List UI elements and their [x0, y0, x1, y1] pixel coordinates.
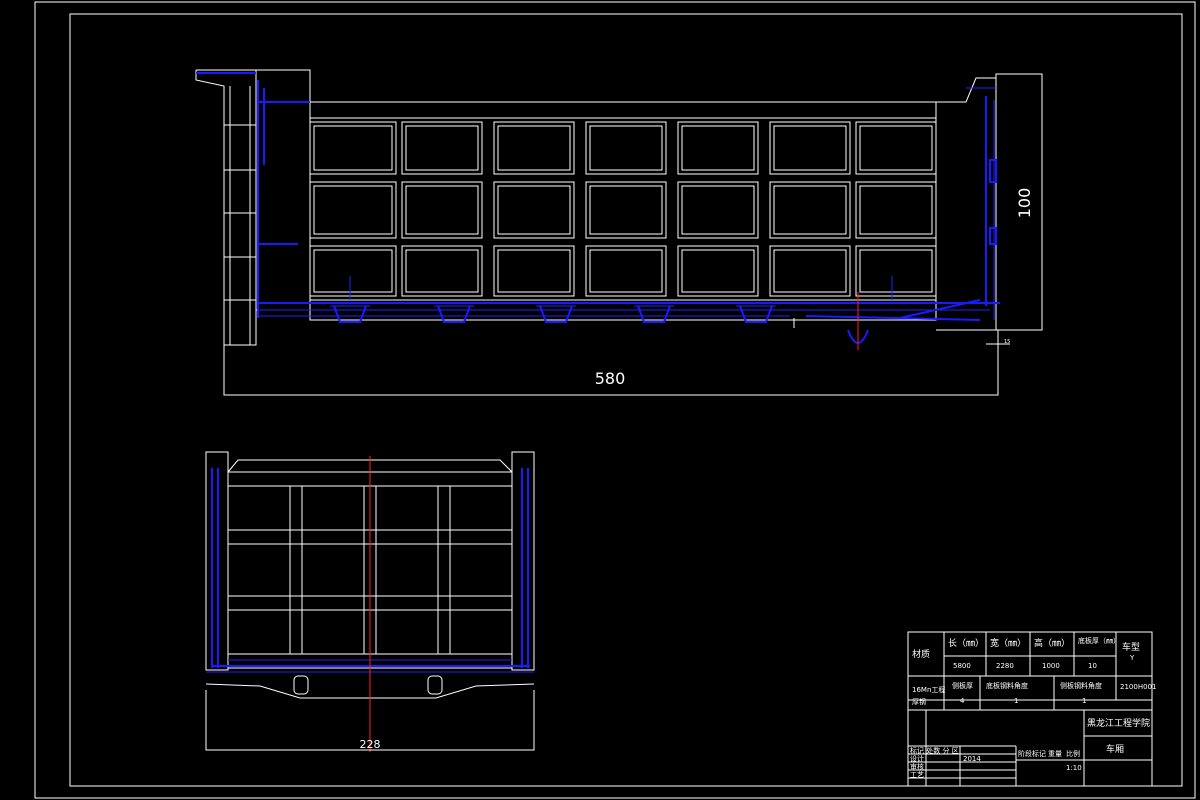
width-dimension: 228 [360, 738, 381, 751]
length-dimension: 580 [595, 369, 626, 388]
body-side-outline [309, 101, 937, 321]
header-length: 长（㎜） [948, 637, 984, 649]
row-design: 设计 [910, 754, 924, 763]
row-marks: 标记 处数 分 区 [910, 746, 959, 755]
side-blue-frame [196, 72, 1000, 321]
left-bracket [293, 675, 309, 695]
row-check: 审核 [910, 762, 924, 771]
material-label: 材质 [912, 648, 930, 660]
side-panel-grid [309, 121, 937, 297]
header-model: 车型 [1122, 641, 1140, 653]
rear-angle-label: 侧板钢料角度 [1060, 681, 1102, 690]
rear-angle-value: 1 [1082, 697, 1086, 705]
inner-border [69, 13, 1183, 787]
front-angle-label: 底板钢料角度 [986, 681, 1028, 690]
front-post [195, 69, 257, 346]
left-note-1: 16Mn工程 [912, 685, 945, 694]
side-plate-value: 4 [960, 697, 965, 705]
width-dim-line [205, 690, 535, 751]
header-height: 高（㎜） [1034, 637, 1070, 649]
small-dimension: 15 [1004, 339, 1010, 345]
stage-label: 阶段标记 [1018, 749, 1046, 758]
side-view: 580 100 15 [195, 69, 1043, 396]
weight-label: 重量 [1048, 750, 1062, 758]
scale-value: 1:10 [1066, 764, 1082, 772]
floor-cross-members [330, 305, 776, 323]
front-angle-value: 1 [1014, 697, 1018, 705]
width-value: 2280 [996, 662, 1014, 670]
right-bracket [427, 675, 443, 695]
model-value: Y [1129, 654, 1135, 662]
end-chassis-rail [205, 683, 535, 699]
left-note-2: 厚钢 [912, 697, 926, 706]
part-name: 车厢 [1106, 743, 1124, 755]
height-dimension: 100 [1015, 188, 1034, 219]
outer-frame [34, 1, 1196, 799]
row-process: 工艺 [910, 771, 924, 779]
front-post-rungs [224, 86, 256, 345]
floor-value: 10 [1088, 662, 1097, 670]
height-value: 1000 [1042, 662, 1060, 670]
header-width: 宽（㎜） [990, 637, 1026, 649]
school-name: 黑龙江工程学院 [1087, 717, 1150, 729]
header-floor: 底板厚（㎜） [1078, 636, 1120, 645]
side-plate-label: 侧板厚 [952, 681, 973, 690]
drawing-code: 2100H001 [1120, 683, 1156, 691]
date-value: 2014 [963, 755, 981, 763]
end-view: 228 [205, 451, 535, 752]
rear-post [936, 77, 997, 331]
length-dim-line [223, 330, 999, 396]
rear-dim-box [995, 73, 1043, 331]
scale-label: 比例 [1066, 749, 1080, 758]
length-value: 5800 [953, 662, 971, 670]
title-block: 材质 长（㎜） 宽（㎜） 高（㎜） 底板厚（㎜） 车型 5800 2280 10… [907, 631, 1156, 787]
